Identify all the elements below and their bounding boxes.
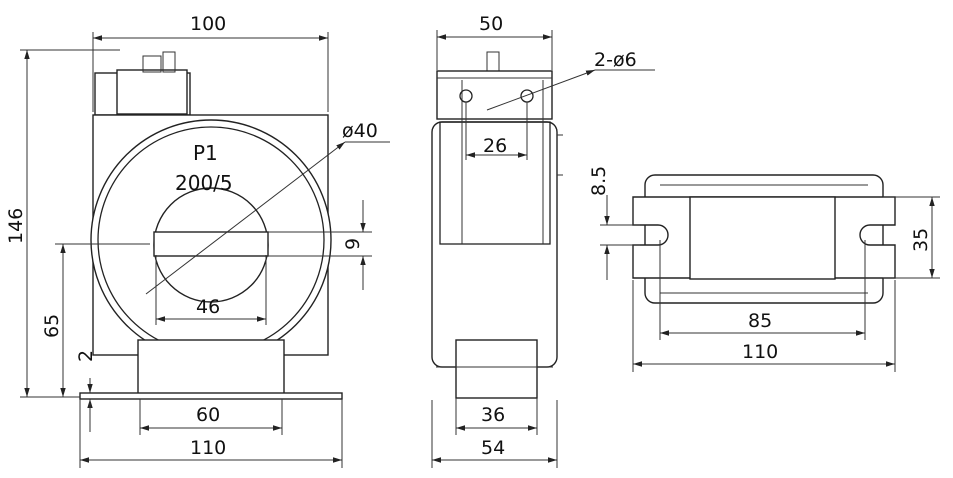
core-window <box>689 196 836 280</box>
dim-2: 2 <box>75 350 97 362</box>
dim-54: 54 <box>481 437 505 459</box>
foot <box>137 339 285 396</box>
side-foot <box>455 339 538 399</box>
side-view: 50 2-ø6 26 36 54 <box>431 13 655 468</box>
side-upper <box>439 121 551 245</box>
bottom-view: 8.5 35 85 110 <box>588 166 940 372</box>
dim-146: 146 <box>5 208 27 244</box>
dim-35: 35 <box>910 228 932 252</box>
dim-46: 46 <box>196 296 220 318</box>
terminal-pin <box>162 51 176 73</box>
dim-26: 26 <box>483 135 507 157</box>
terminal-pin <box>142 55 162 73</box>
dim-65: 65 <box>41 314 63 338</box>
dim-110-front: 110 <box>190 437 226 459</box>
dim-holes: 2-ø6 <box>594 49 637 71</box>
dim-9: 9 <box>342 238 364 250</box>
terminal-block <box>116 69 188 115</box>
dim-110-bottom: 110 <box>742 341 778 363</box>
dim-100: 100 <box>190 13 226 35</box>
dim-diameter-40: ø40 <box>342 120 378 142</box>
dim-36: 36 <box>481 404 505 426</box>
marking-p1: P1 <box>193 141 218 165</box>
base-plate <box>79 392 343 400</box>
marking-ratio: 200/5 <box>175 171 233 195</box>
dim-60: 60 <box>196 404 220 426</box>
dim-50: 50 <box>479 13 503 35</box>
front-view: P1 200/5 100 146 65 2 46 ø40 <box>5 13 390 468</box>
dim-8-5: 8.5 <box>588 166 610 196</box>
dim-85: 85 <box>748 310 772 332</box>
terminal-pin <box>486 51 500 73</box>
